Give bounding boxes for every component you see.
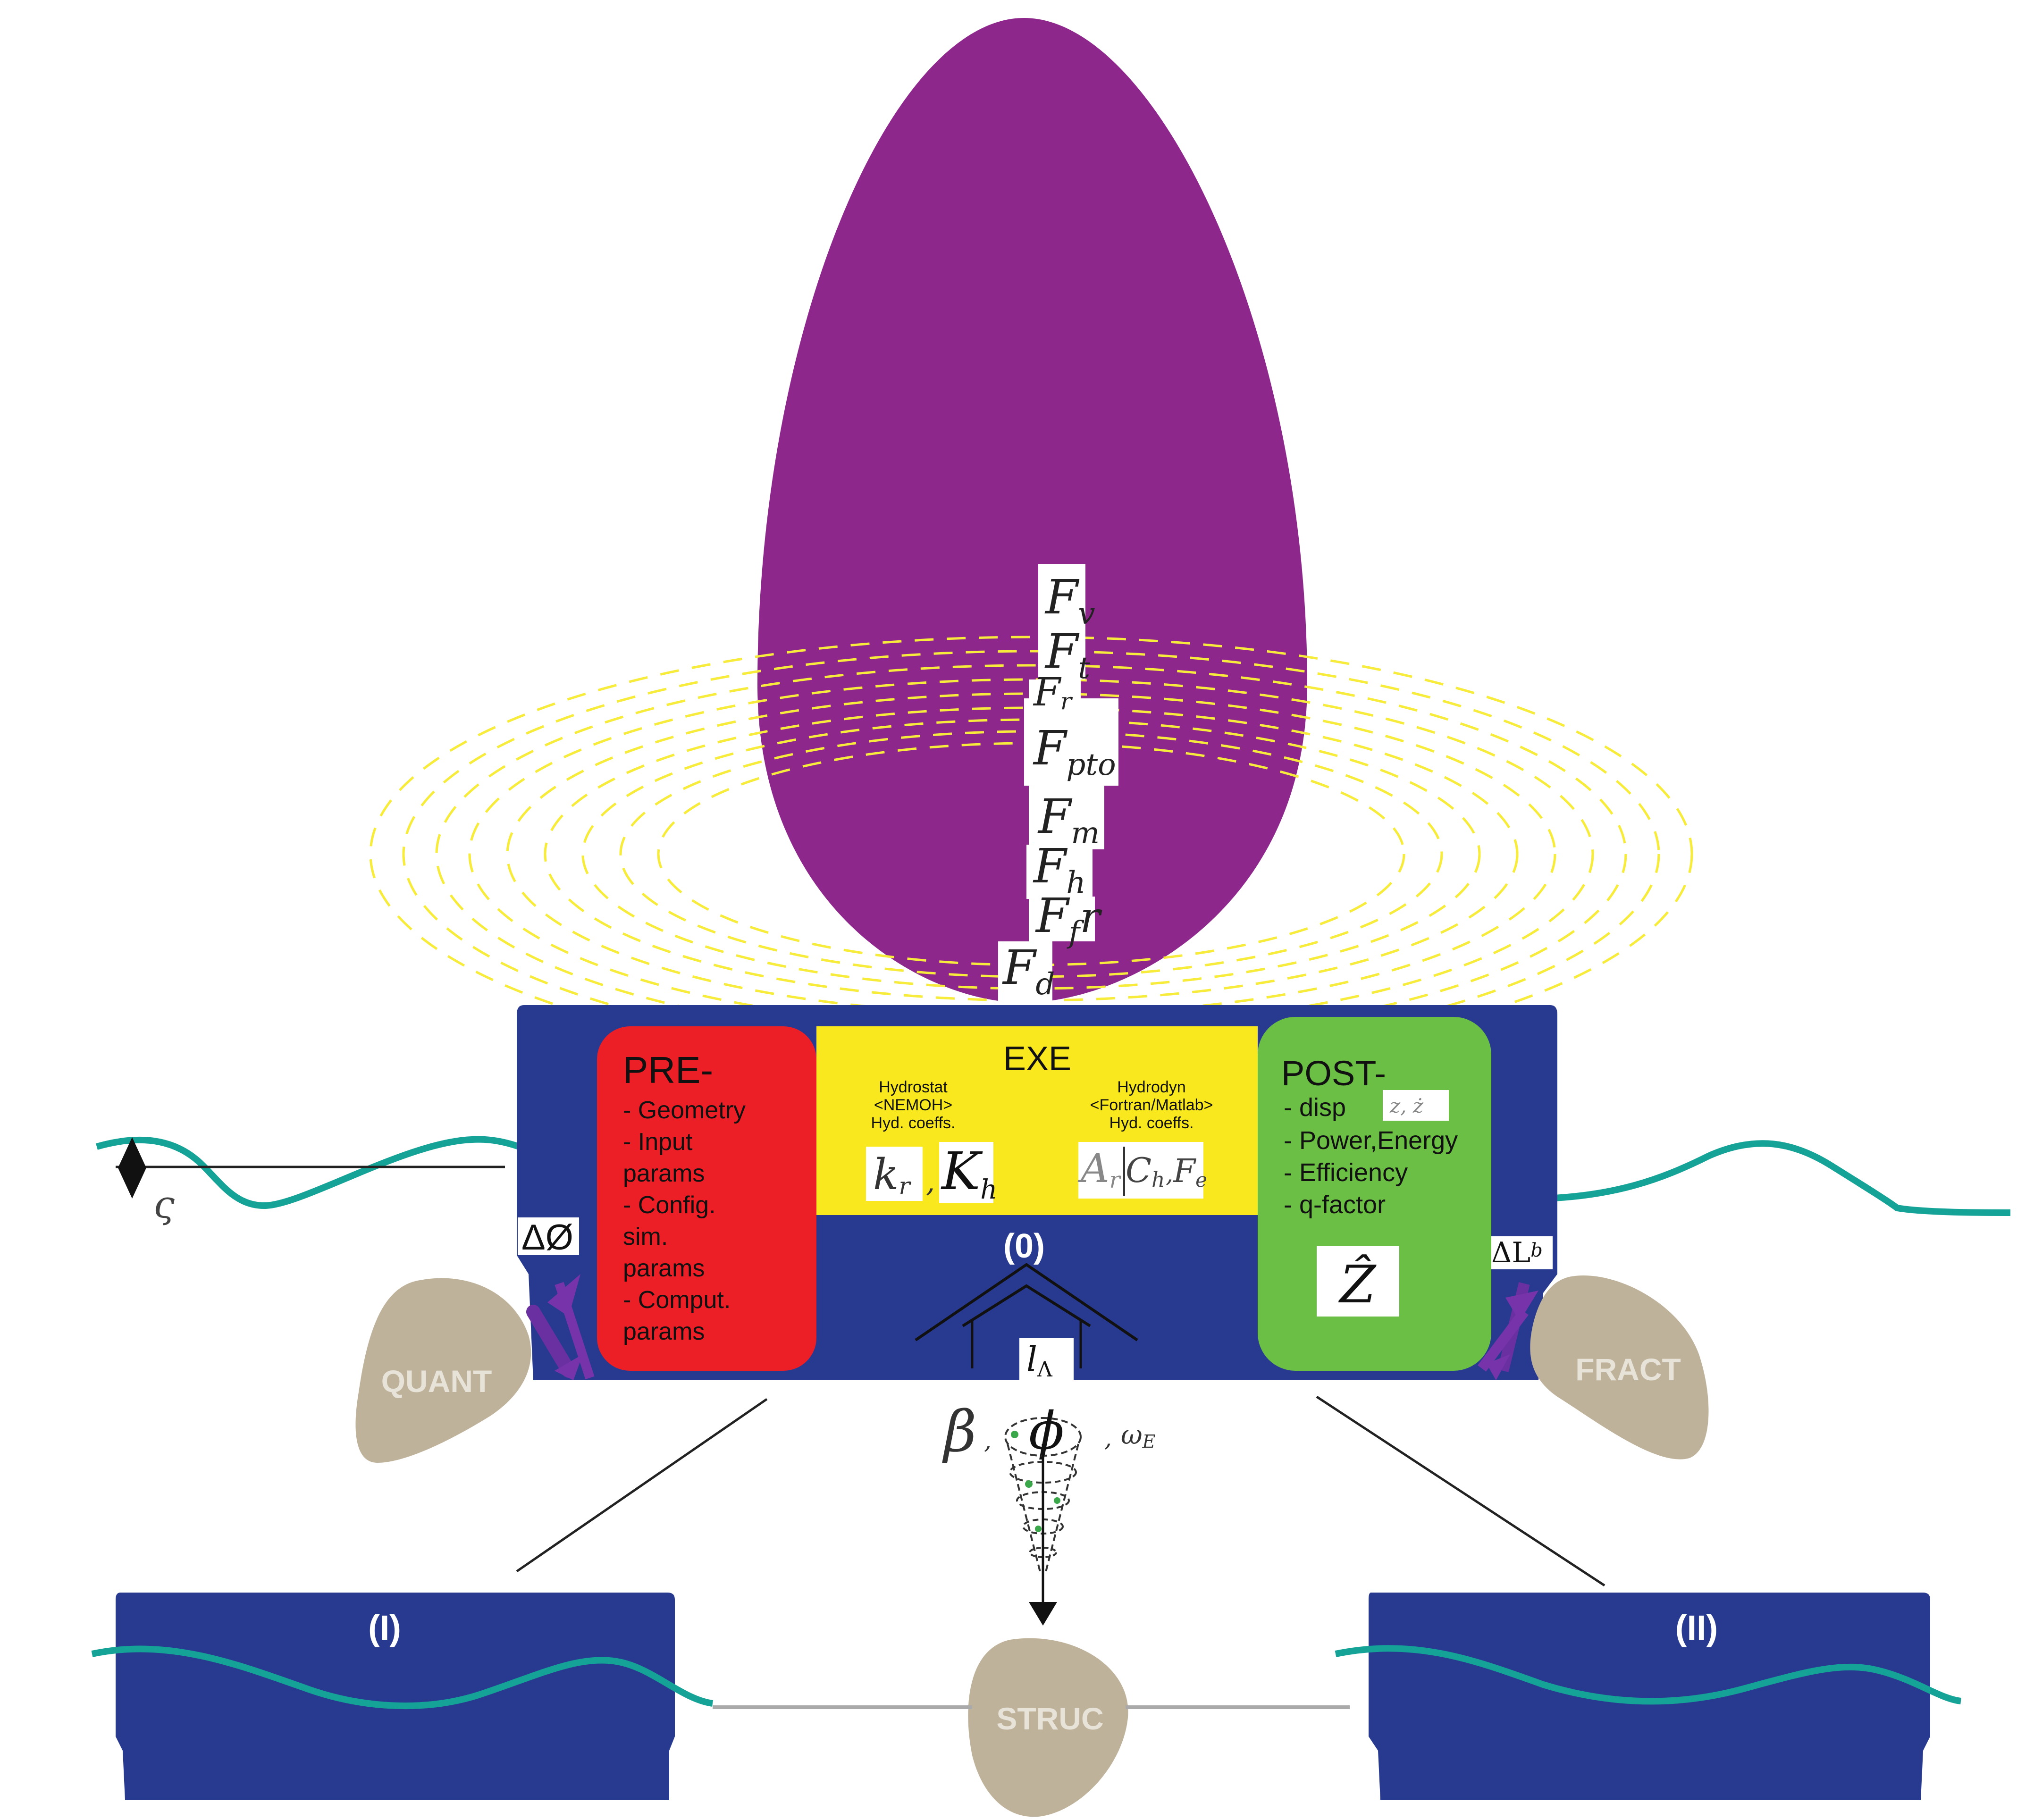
lambda-label: lΛ (1026, 1339, 1053, 1382)
pre-line: params (623, 1318, 705, 1345)
flux-ring (506, 692, 1556, 1005)
pre-title: PRE- (623, 1049, 713, 1091)
pre-panel (597, 1026, 816, 1371)
post-disp: - disp (1284, 1093, 1346, 1122)
rock-struc (968, 1638, 1128, 1817)
post-disp-symbols: z, ż (1389, 1094, 1424, 1117)
sub-panel-right-label: (II) (1675, 1608, 1718, 1647)
connector-right (1316, 1395, 1605, 1587)
coef-k-r: kr (873, 1150, 912, 1199)
pre-line: params (623, 1255, 705, 1282)
flux-ring (468, 678, 1594, 1005)
sub-panel-right-wave (1335, 1645, 1961, 1705)
rock-fract (1530, 1275, 1709, 1459)
post-line: - Power,Energy (1284, 1126, 1458, 1155)
flux-rings-overlay (369, 636, 1693, 1005)
post-z-hat: Ẑ (1338, 1254, 1377, 1315)
rock-quant-label: QUANT (381, 1364, 492, 1399)
pre-line-list: - Geometry - Input params - Config. sim. para… (623, 1097, 746, 1345)
vortex-cone (1004, 1417, 1082, 1626)
phi-symbol: ϕ (1029, 1401, 1064, 1461)
beta-symbol: β (942, 1399, 976, 1465)
post-line: - q-factor (1284, 1191, 1386, 1219)
pre-line: - Input (623, 1128, 693, 1156)
sub-panel-left (116, 1593, 675, 1800)
flux-ring (369, 636, 1693, 1005)
flux-ring (402, 650, 1660, 1005)
chevron-outer (915, 1263, 1138, 1342)
hydrostat-line: Hyd. coeffs. (871, 1114, 956, 1132)
delta-l-label: ΔLb (1491, 1236, 1543, 1269)
right-surface-wave (1543, 1140, 2011, 1216)
hydrostat-line-list: Hydrostat<NEMOH>Hyd. coeffs. (871, 1078, 956, 1132)
sea-level-symbol: ς (153, 1183, 175, 1226)
hydrostat-line: Hydrostat (879, 1078, 948, 1096)
pre-line: sim. (623, 1223, 668, 1250)
hydrodyn-line: Hyd. coeffs. (1109, 1114, 1194, 1132)
pre-line: - Comput. (623, 1286, 731, 1314)
main-level-label: (0) (1003, 1227, 1045, 1265)
coef-a-r: Ar (1077, 1145, 1122, 1193)
sub-panel-right (1369, 1593, 1930, 1800)
sea-level-marker (118, 1137, 146, 1199)
rock-fract-label: FRACT (1575, 1352, 1681, 1387)
rock-struc-label: STRUC (996, 1701, 1103, 1736)
omega-symbol: ωE (1121, 1420, 1156, 1452)
force-label-m: Fm (1037, 789, 1100, 851)
right-adjust-arrows (1478, 1282, 1538, 1380)
hydrodyn-line: <Fortran/Matlab> (1090, 1096, 1213, 1114)
sub-panel-left-label: (I) (368, 1608, 401, 1647)
chevron-inner (962, 1284, 1091, 1327)
hydrodyn-line: Hydrodyn (1117, 1078, 1186, 1096)
pre-line: - Config. (623, 1191, 716, 1219)
rock-quant (355, 1278, 531, 1463)
exe-title: EXE (1003, 1040, 1071, 1078)
hydrodyn-line-list: Hydrodyn<Fortran/Matlab>Hyd. coeffs. (1090, 1078, 1213, 1132)
post-title: POST- (1281, 1054, 1386, 1093)
omega-separator: , (1104, 1425, 1112, 1452)
coef-f-e: ,Fe (1166, 1153, 1207, 1191)
flux-ring (435, 664, 1627, 1005)
coef-c-h: Ch (1126, 1150, 1165, 1192)
egg-body (757, 18, 1307, 1003)
beta-separator: , (984, 1427, 992, 1454)
hydrostat-line: <NEMOH> (874, 1096, 952, 1114)
pre-line: params (623, 1160, 705, 1187)
left-surface-wave (96, 1136, 521, 1209)
connector-left (516, 1398, 768, 1573)
post-line-list: - Power,Energy - Efficiency - q-factor (1284, 1126, 1458, 1219)
left-adjust-arrows (526, 1274, 595, 1380)
post-line: - Efficiency (1284, 1158, 1408, 1187)
delta-phi-label: ΔØ (521, 1217, 573, 1258)
coef-k-h: Kh (941, 1141, 997, 1205)
sub-panel-left-wave (91, 1645, 714, 1709)
coef-separator: , (926, 1166, 935, 1199)
force-label-stack: Fv Ft Fr Fpto Fm Fh Ffr Fd (998, 564, 1118, 1005)
pre-line: - Geometry (623, 1097, 746, 1124)
flux-ring (544, 706, 1519, 1002)
